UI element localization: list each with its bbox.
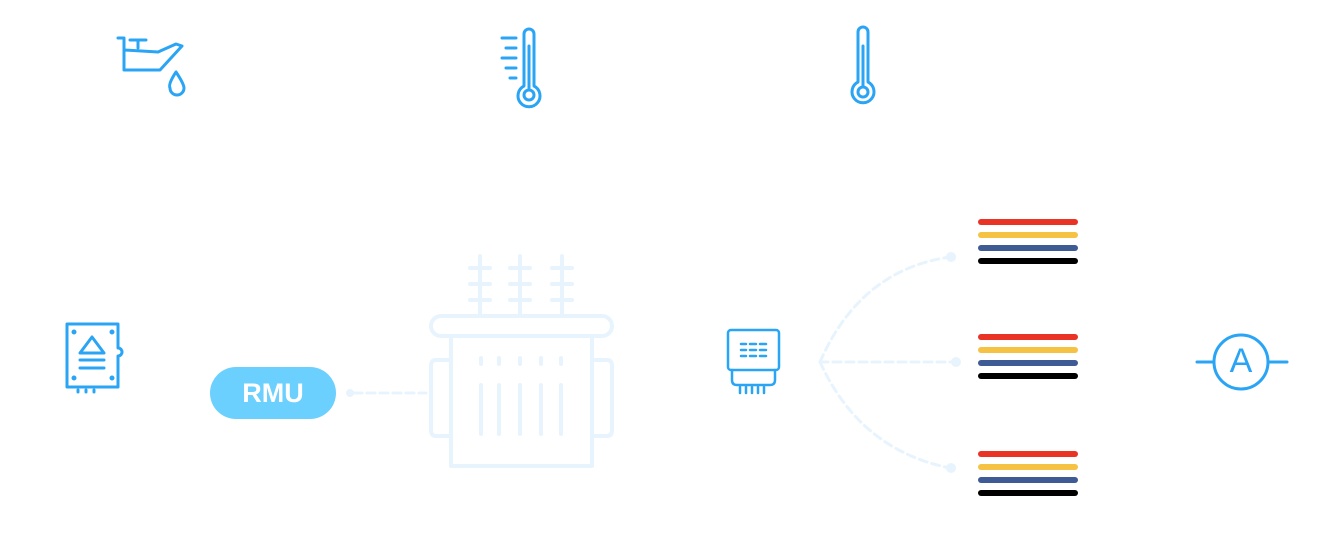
rmu-connector — [346, 389, 428, 397]
cable-bundle-icon — [978, 219, 1078, 264]
temperature-gauge-icon — [500, 27, 542, 109]
transformer-icon — [429, 254, 614, 468]
ammeter-label: A — [1229, 342, 1253, 380]
controller-device-icon — [65, 322, 124, 394]
rmu-node[interactable]: RMU — [210, 367, 336, 419]
oil-level-icon — [116, 36, 186, 97]
cable-bundle-icon — [978, 334, 1078, 379]
sensor-module-icon — [726, 328, 781, 395]
connector-endpoints — [946, 252, 961, 473]
thermometer-icon — [850, 25, 876, 105]
ammeter-icon — [1195, 333, 1289, 391]
sensor-connectors — [818, 255, 957, 470]
rmu-label: RMU — [242, 377, 304, 408]
cable-bundle-icon — [978, 451, 1078, 496]
